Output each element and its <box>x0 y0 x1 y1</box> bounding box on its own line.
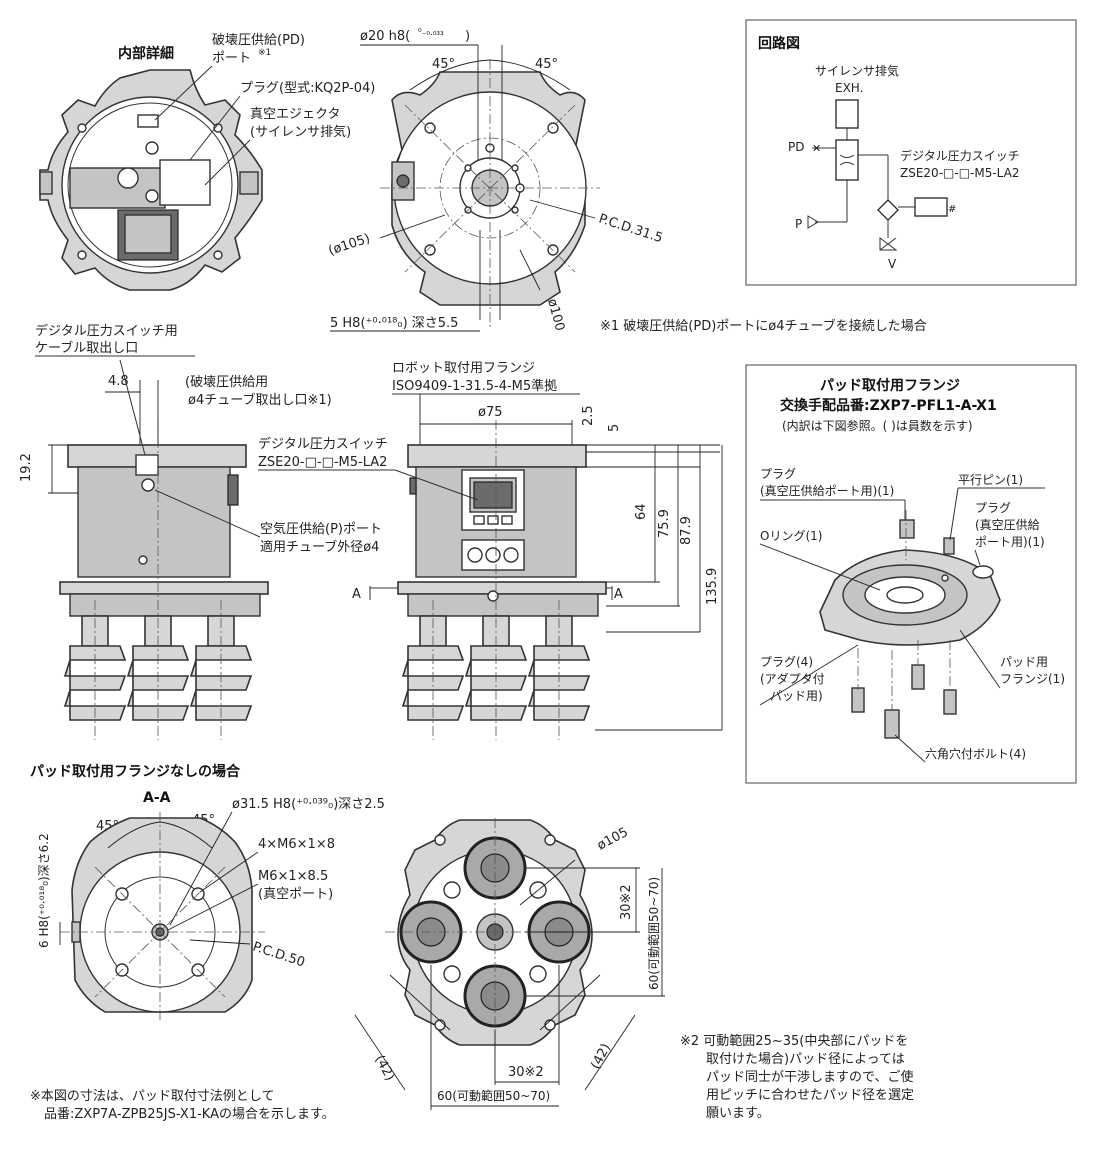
dim-48: 4.8 <box>108 374 129 389</box>
note-1: ※1 破壊圧供給(PD)ポートにø4チューブを接続した場合 <box>600 318 927 334</box>
angle-45-right: 45° <box>535 57 558 72</box>
h8-55-label: 5 H8(⁺⁰·⁰¹⁸₀) 深さ5.5 <box>330 316 458 331</box>
note2-line-4: 用ピッチに合わせたパッド径を選定 <box>706 1088 914 1103</box>
note2-line-5: 願います。 <box>706 1106 770 1121</box>
side-dps-label-2: ZSE20-□-□-M5-LA2 <box>258 455 387 470</box>
note2-line-1: ※2 可動範囲25~35(中央部にパッドを <box>680 1034 908 1049</box>
pad-flange-label-1: パッド用 <box>1000 655 1048 669</box>
dim-879: 87.9 <box>679 516 694 545</box>
note2-line-2: 取付けた場合)パッド径によっては <box>706 1052 905 1067</box>
note-mark-1: ※1 <box>258 48 271 58</box>
plug-vacuum2-2: (真空圧供給 <box>975 518 1040 532</box>
section-a-left: A <box>352 587 361 602</box>
cable-label-1: デジタル圧力スイッチ用 <box>35 323 178 339</box>
plug4-label-1: プラグ(4) <box>760 655 813 669</box>
aa-title: A-A <box>143 790 171 806</box>
h8-62-label: 6 H8(⁺⁰·⁰¹⁸₀)深さ6.2 <box>37 833 51 948</box>
dim-25: 2.5 <box>581 405 596 426</box>
note-dims-2: 品番:ZXP7A-ZPB25JS-X1-KAの場合を示します。 <box>44 1107 335 1122</box>
note-dims-1: ※本図の寸法は、パッド取付寸法例として <box>30 1089 275 1104</box>
pd-tube-label-2: ø4チューブ取出し口※1) <box>188 392 332 408</box>
pad-flange-title-1: パッド取付用フランジ <box>820 377 960 394</box>
m685-label-2: (真空ポート) <box>258 887 333 902</box>
note2-line-3: パッド同士が干渉しますので、ご使 <box>706 1069 913 1085</box>
dim30-vertical: 30※2 <box>619 884 634 920</box>
plug-vacuum2-1: プラグ <box>975 501 1011 515</box>
dim-64: 64 <box>634 503 649 520</box>
bottom-view-pads <box>354 818 665 1110</box>
air-label-2: 適用チューブ外径ø4 <box>260 539 379 555</box>
robot-flange-label-2: ISO9409-1-31.5-4-M5準拠 <box>392 378 557 394</box>
leader-lines-top-left <box>154 65 251 186</box>
dim-759: 75.9 <box>657 509 672 538</box>
pcd50-label: P.C.D.50 <box>251 940 307 971</box>
dim60-vertical: 60(可動範囲50~70) <box>646 877 661 990</box>
pad-flange-title-2: 交換手配品番:ZXP7-PFL1-A-X1 <box>780 397 997 414</box>
dia315-label: ø31.5 H8(⁺⁰·⁰³⁹₀)深さ2.5 <box>232 797 385 812</box>
dim60-horizontal: 60(可動範囲50~70) <box>437 1088 550 1103</box>
plug4-label-2: (アダプタ付 <box>760 671 825 686</box>
circuit-dps-label-2: ZSE20-□-□-M5-LA2 <box>900 166 1019 180</box>
plug-type-label: プラグ(型式:KQ2P-04) <box>240 81 375 96</box>
oring-label: Oリング(1) <box>760 529 822 543</box>
dim-5: 5 <box>607 424 622 432</box>
pd-port-label-2: ポート <box>212 51 251 66</box>
no-flange-title: パッド取付用フランジなしの場合 <box>30 763 241 780</box>
dim-75: ø75 <box>478 405 503 420</box>
pad-flange-label-2: フランジ(1) <box>1000 672 1065 686</box>
svg-text:#: # <box>948 204 956 215</box>
plug4-label-3: パッド用) <box>770 689 823 703</box>
svg-text:✕: ✕ <box>812 142 821 155</box>
aa-section-view <box>59 811 265 1020</box>
ejector-label-1: 真空エジェクタ <box>250 107 340 122</box>
pd-port-label-1: 破壊圧供給(PD) <box>212 33 305 48</box>
plug-vacuum-2: (真空圧供給ポート用)(1) <box>760 484 894 498</box>
v-label: V <box>888 257 897 271</box>
p-label: P <box>795 217 802 231</box>
circuit-title: 回路図 <box>758 35 800 52</box>
side-dps-label-1: デジタル圧力スイッチ <box>258 436 388 452</box>
dims-top-center <box>330 44 596 332</box>
dim-192: 19.2 <box>19 453 34 482</box>
dia105-label: ø105 <box>595 825 631 854</box>
m685-label-1: M6×1×8.5 <box>258 869 328 884</box>
pd-tube-label-1: (破壊圧供給用 <box>185 375 268 390</box>
plug-vacuum-1: プラグ <box>760 467 796 481</box>
ejector-label-2: (サイレンサ排気) <box>250 124 351 140</box>
silencer-label: サイレンサ排気 <box>815 63 899 78</box>
front-view-left <box>35 355 269 740</box>
pad-flange-exploded <box>759 487 1045 763</box>
exh-label: EXH. <box>835 81 863 95</box>
dia20-label: ø20 h8( <box>360 29 410 44</box>
section-a-right: A <box>614 587 623 602</box>
dia20-end: ) <box>465 29 470 44</box>
circuit-dps-label-1: デジタル圧力スイッチ <box>900 148 1020 163</box>
cable-label-2: ケーブル取出し口 <box>35 340 138 356</box>
circuit-diagram-frame <box>745 19 1077 286</box>
dim42-left: (42) <box>371 1053 397 1084</box>
dim-1359: 135.9 <box>705 568 720 605</box>
angle-45-left: 45° <box>432 57 455 72</box>
pin-label: 平行ピン(1) <box>958 473 1023 487</box>
dia20-tol: ⁰₋₀.₀₃₃ <box>418 28 444 38</box>
top-view <box>380 60 600 330</box>
air-label-1: 空気圧供給(P)ポート <box>260 521 382 537</box>
plug-vacuum2-3: ポート用)(1) <box>975 535 1045 549</box>
circuit-symbols: ✕ # <box>807 99 956 251</box>
internal-detail-view <box>39 69 263 291</box>
bolt-label: 六角穴付ボルト(4) <box>925 746 1026 761</box>
dim30-horizontal: 30※2 <box>508 1065 544 1080</box>
dia100-label: ø100 <box>544 297 567 333</box>
pad-flange-title-3: (内訳は下図参照。( )は員数を示す) <box>782 418 973 433</box>
dia105-paren-label: (ø105) <box>327 231 372 259</box>
internal-detail-title: 内部詳細 <box>118 45 174 62</box>
m6x8-label: 4×M6×1×8 <box>258 837 335 852</box>
pcd315-label: P.C.D.31.5 <box>597 212 665 247</box>
pad-flange-frame <box>745 364 1077 784</box>
side-view-center <box>258 393 723 740</box>
robot-flange-label-1: ロボット取付用フランジ <box>392 361 535 376</box>
dim42-right: (42) <box>588 1041 614 1072</box>
pd-label: PD <box>788 140 804 154</box>
